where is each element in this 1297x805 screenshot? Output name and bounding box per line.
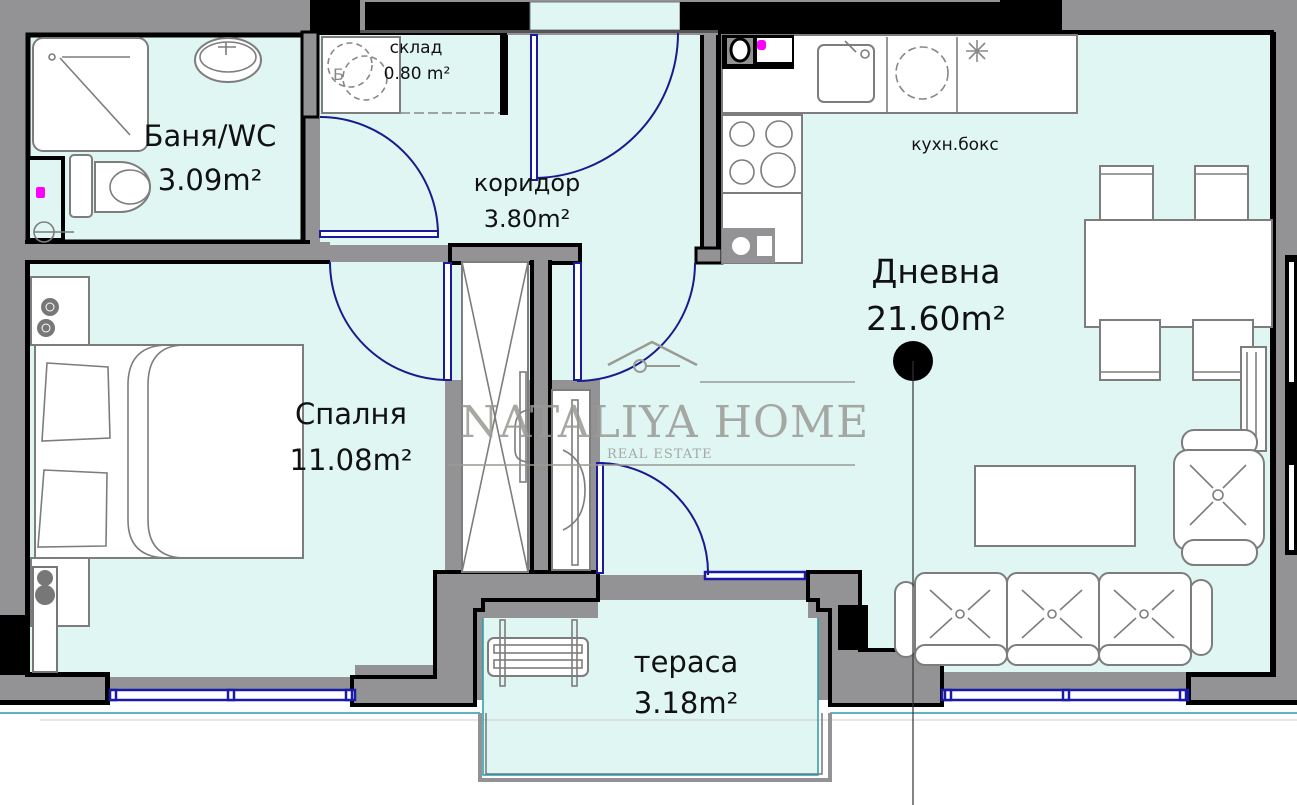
stove-icon [721,114,803,194]
room-label-bedroom: Спалня [295,397,407,431]
toilet-tank [69,154,93,218]
room-area-terrace: 3.18m² [634,686,738,720]
room-label-living: Дневна [872,252,1001,291]
dining-table [1084,219,1273,328]
bathroom-fixtures [26,37,262,243]
plumbing-marker [757,40,766,50]
ac-unit [487,619,589,687]
dishwasher-icon [895,46,949,100]
terrace-window [703,570,807,581]
living-door-leaf [573,262,582,381]
room-labels: Баня/WC 3.09m² склад 0.80 m² коридор 3.8… [144,38,1006,720]
watermark-subtitle: REAL ESTATE [607,447,713,462]
room-area-living: 21.60m² [866,299,1006,338]
room-area-bedroom: 11.08m² [290,443,413,477]
terrace-door-arc [599,462,710,576]
interior-walls [0,30,1297,707]
kitchen-fixtures: кухн.бокс [721,34,1078,264]
double-bed [34,344,304,559]
bedroom-door-leaf [443,262,452,381]
bedroom-door-arc [329,261,449,381]
sink-icon [194,37,262,83]
armchair [1173,429,1265,566]
dining-chair [1194,165,1249,227]
windows [0,570,1297,721]
room-label-corridor: коридор [474,169,581,197]
doors [319,32,710,576]
watermark: NATALIYA HOME REAL ESTATE [448,340,869,466]
room-area-corridor: 3.80m² [484,205,570,233]
entrance-door-arc [534,32,679,179]
fridge-icon [966,40,988,62]
room-area-storage: 0.80 m² [384,64,451,84]
living-furniture [893,165,1273,805]
dining-chair [1099,319,1161,381]
bathroom-door-leaf [319,230,439,238]
pillow [37,469,108,548]
corridor-floor [305,35,718,380]
watermark-brand: NATALIYA HOME [460,397,869,448]
room-label-terrace: тераса [634,645,739,679]
room-label-storage: склад [390,38,443,58]
room-label-kitchen: кухн.бокс [911,135,998,155]
dining-chair [1099,165,1154,227]
terrace-railing [478,618,832,782]
nightstand [30,276,90,346]
kitchen-sink-icon [817,44,875,103]
bedroom-furniture [30,261,591,673]
plumbing-marker [36,187,45,198]
terrace-door-leaf [596,462,604,574]
coffee-table [974,465,1136,547]
toilet-icon [94,161,151,213]
pillow [41,362,111,442]
entrance-door-leaf [530,34,538,181]
room-area-bathroom: 3.09m² [158,163,262,197]
room-label-bathroom: Баня/WC [144,119,277,153]
boiler-symbol: Б [333,65,344,84]
sofa [894,572,1213,666]
bathroom-door-arc [319,116,439,236]
storage-fixtures: Б [321,36,500,114]
